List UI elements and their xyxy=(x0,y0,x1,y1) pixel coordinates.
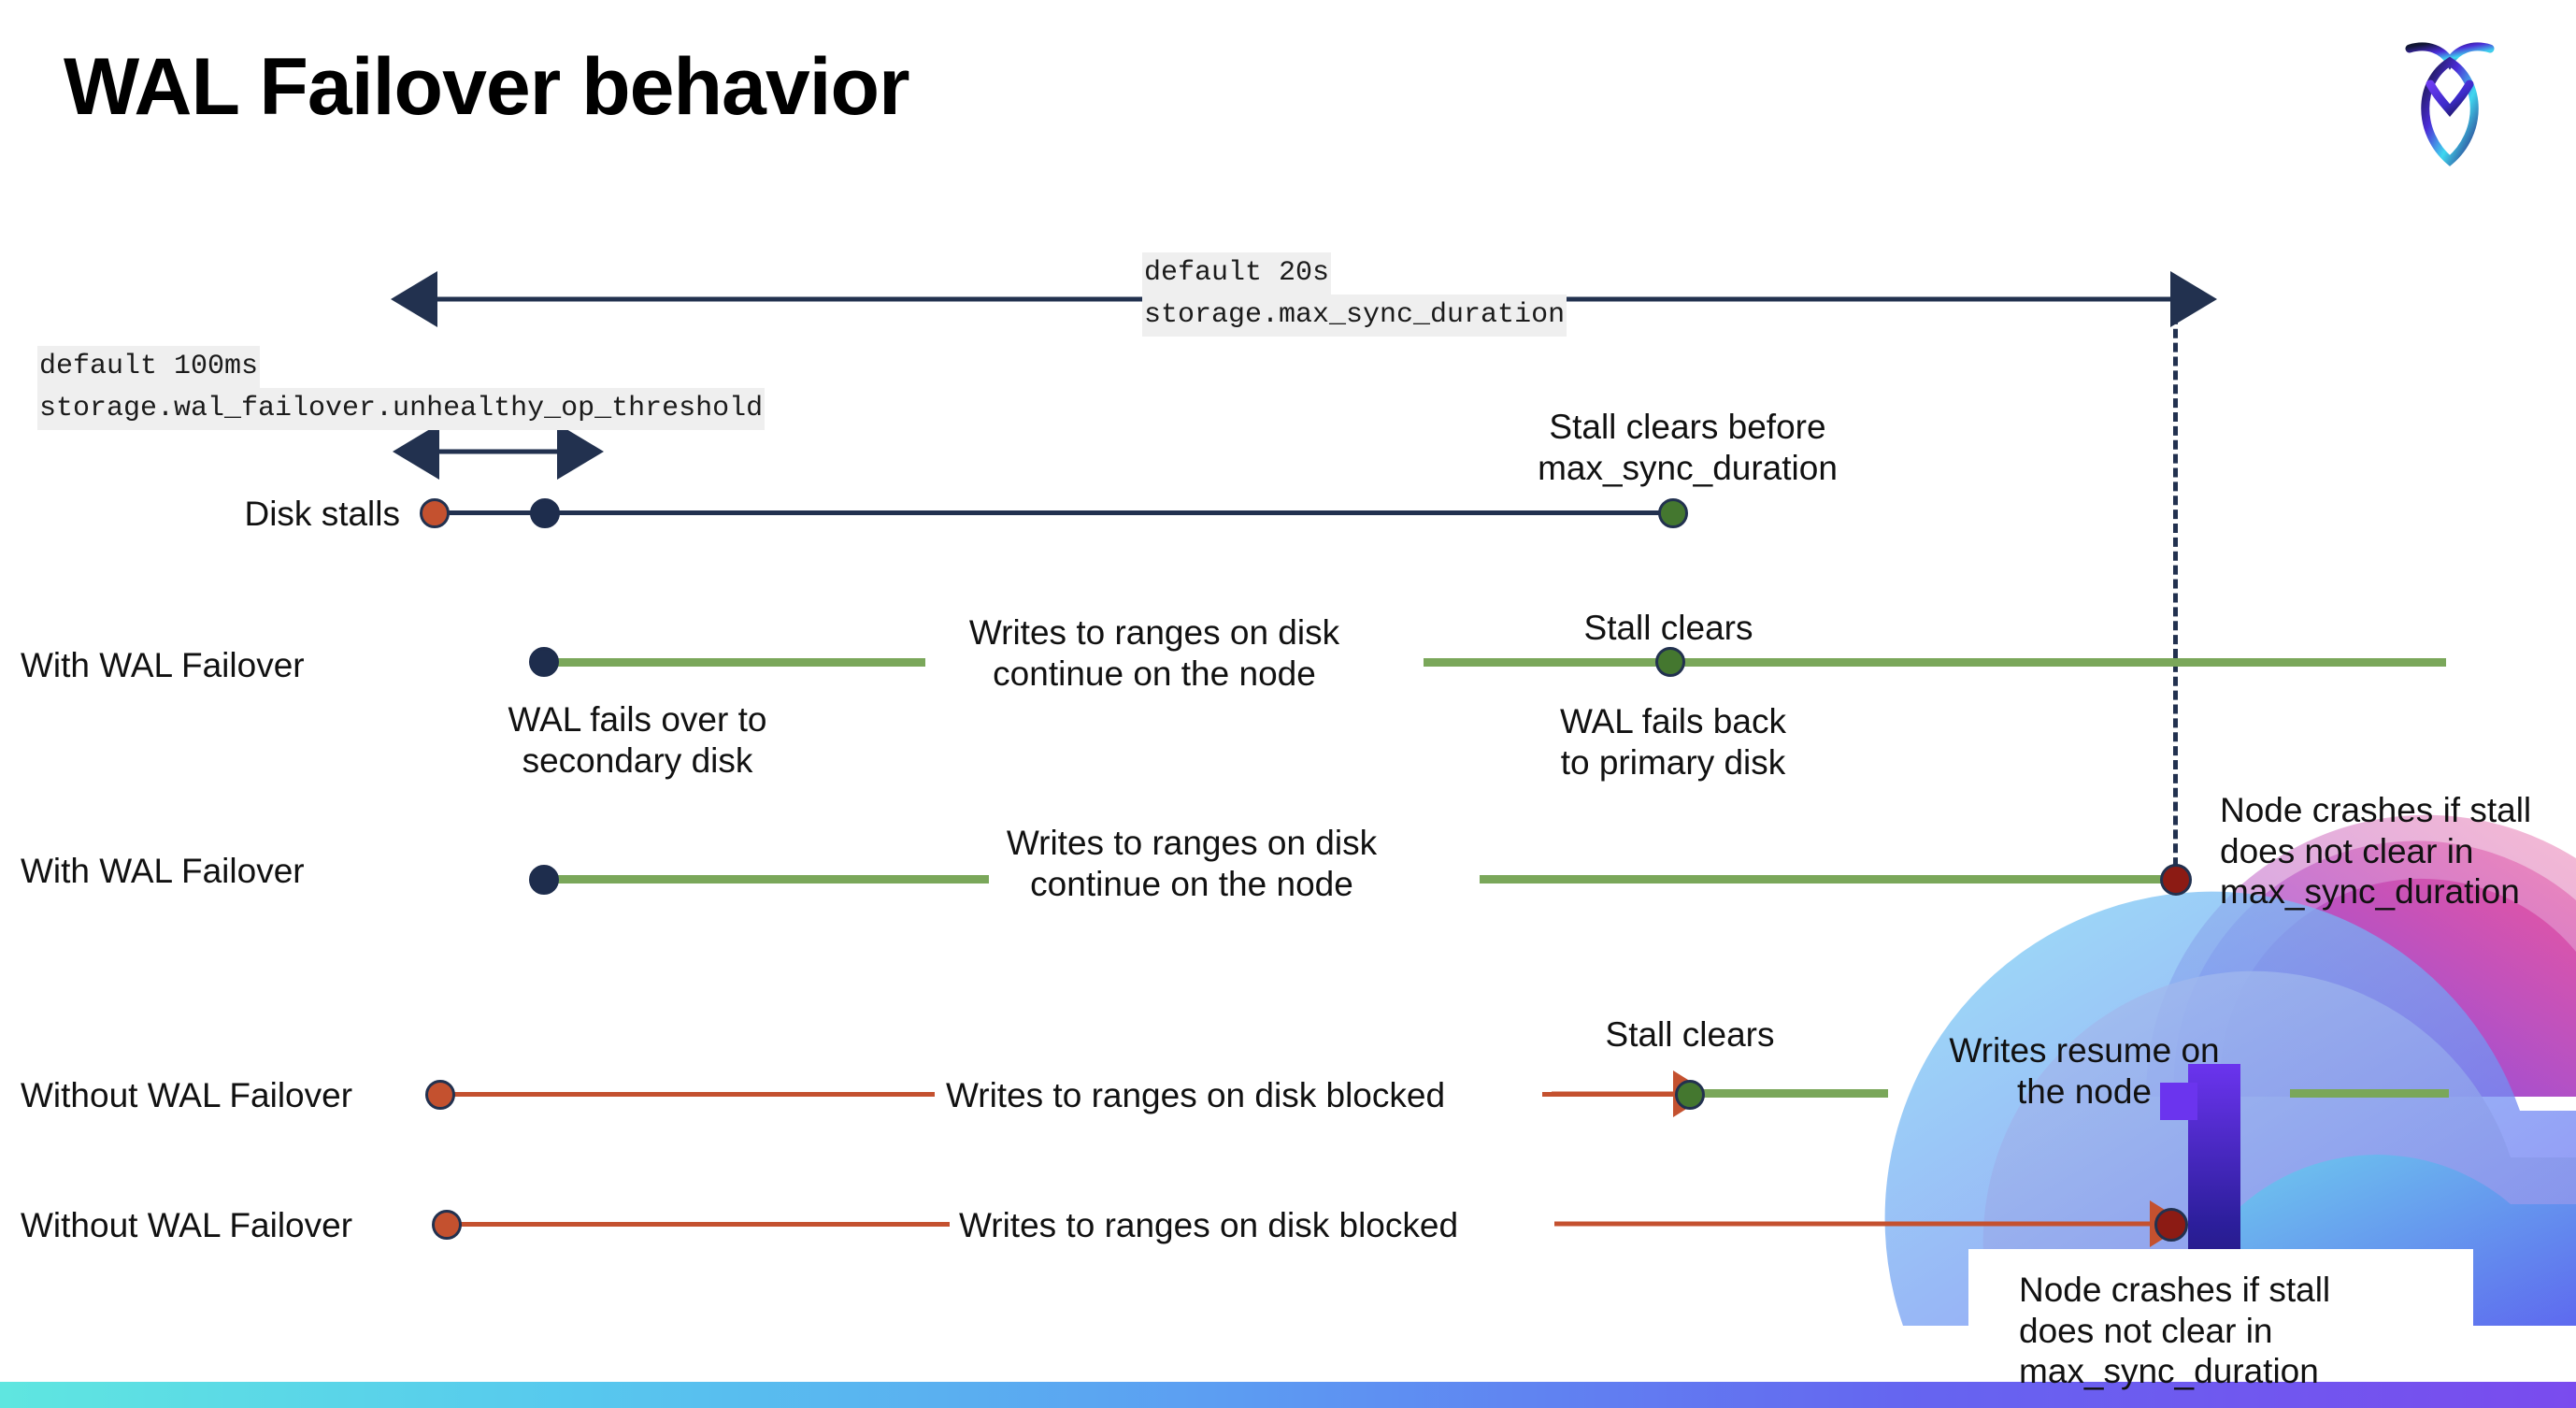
note-writes-continue-1: Writes to ranges on disk continue on the… xyxy=(968,613,1340,693)
without1-start-dot xyxy=(425,1080,455,1110)
wal1-clear-dot xyxy=(1655,647,1685,677)
note-node-crashes-2: Node crashes if stall does not clear in … xyxy=(2019,1271,2331,1391)
unhealthy-op-default: default 100ms xyxy=(37,346,261,388)
note-node-crashes-1: Node crashes if stall does not clear in … xyxy=(2220,791,2532,912)
unhealthy-op-annotation: default 100ms storage.wal_failover.unhea… xyxy=(37,346,766,430)
without1-timeline-resume-far xyxy=(2290,1089,2449,1098)
note-writes-continue-2: Writes to ranges on disk continue on the… xyxy=(1006,824,1378,903)
note-stall-clears-without1: Stall clears xyxy=(1605,1015,1775,1054)
wal2-timeline-right xyxy=(1480,875,2173,884)
without2-timeline-left xyxy=(456,1222,950,1227)
page-title: WAL Failover behavior xyxy=(64,42,910,132)
row-label-without-wal-failover-1: Without WAL Failover xyxy=(21,1076,353,1114)
note-stall-clears-wal1: Stall clears xyxy=(1583,609,1753,647)
note-writes-blocked-2: Writes to ranges on disk blocked xyxy=(959,1206,1459,1244)
note-stall-clears-before: Stall clears before max_sync_duration xyxy=(1538,408,1838,487)
wal2-timeline-left xyxy=(542,875,989,884)
max-sync-annotation: default 20s storage.max_sync_duration xyxy=(1142,252,1567,337)
decorative-artwork xyxy=(1866,802,2576,1382)
max-sync-default: default 20s xyxy=(1142,252,1332,295)
wal2-failover-dot xyxy=(529,865,559,895)
without2-start-dot xyxy=(432,1210,462,1240)
without1-timeline-pre-clear xyxy=(1542,1092,1673,1097)
wal1-timeline-left xyxy=(542,658,925,667)
unhealthy-op-setting: storage.wal_failover.unhealthy_op_thresh… xyxy=(37,388,766,430)
wal1-failover-dot xyxy=(529,647,559,677)
row-label-disk-stalls: Disk stalls xyxy=(244,495,400,533)
disk-stalls-timeline xyxy=(439,510,1673,515)
without1-timeline-resume xyxy=(1701,1089,1888,1098)
without1-timeline-left xyxy=(447,1092,935,1097)
note-writes-resume: Writes resume on the node xyxy=(1949,1031,2220,1111)
crash-callout-backdrop xyxy=(1968,1249,2473,1408)
without2-crash-dot xyxy=(2154,1208,2188,1242)
cockroachdb-logo-icon xyxy=(2389,28,2511,168)
row-label-with-wal-failover-2: With WAL Failover xyxy=(21,852,305,890)
disk-stalls-failover-dot xyxy=(530,498,560,528)
disk-stalls-clear-dot xyxy=(1658,498,1688,528)
note-wal-fails-back: WAL fails back to primary disk xyxy=(1560,702,1786,782)
wal1-timeline-right xyxy=(1424,658,2446,667)
note-wal-fails-over: WAL fails over to secondary disk xyxy=(508,700,767,780)
max-sync-setting: storage.max_sync_duration xyxy=(1142,295,1567,337)
without1-clear-dot xyxy=(1675,1080,1705,1110)
bottom-gradient-bar xyxy=(0,1382,2576,1408)
note-writes-blocked-1: Writes to ranges on disk blocked xyxy=(946,1076,1446,1114)
row-label-with-wal-failover-1: With WAL Failover xyxy=(21,646,305,684)
wal2-crash-dot xyxy=(2160,864,2192,896)
max-sync-dropline xyxy=(2173,301,2178,881)
row-label-without-wal-failover-2: Without WAL Failover xyxy=(21,1206,353,1244)
disk-stalls-start-dot xyxy=(420,498,450,528)
